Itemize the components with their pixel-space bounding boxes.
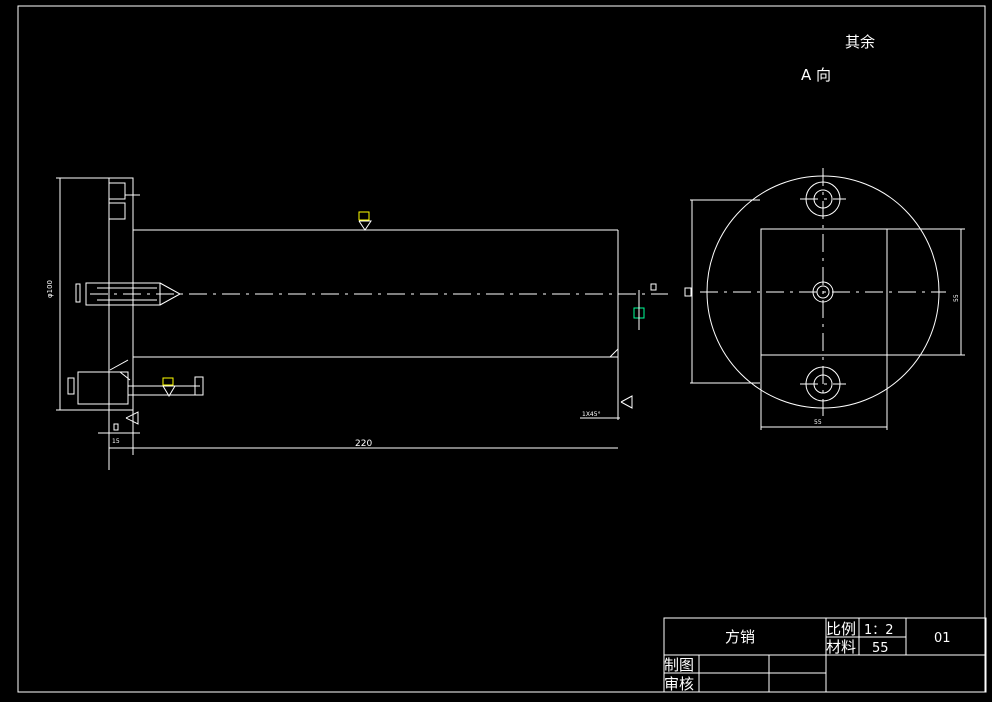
material-label: 材料 xyxy=(826,638,856,656)
length-dim: 220 xyxy=(355,439,372,449)
flange-thk-dim: 15 xyxy=(112,438,120,445)
view-label: A 向 xyxy=(801,66,831,84)
front-view: φ100 220 15 1X45° xyxy=(46,177,668,470)
diameter-dim: φ100 xyxy=(46,280,54,298)
side-view: 55 55 xyxy=(684,168,965,430)
drawing-border xyxy=(17,5,986,693)
bolt-hole xyxy=(85,282,161,306)
roughness-symbol-bore xyxy=(162,377,174,386)
roughness-symbol-top xyxy=(358,211,370,221)
part-name: 方销 xyxy=(725,628,755,646)
checked-label: 审核 xyxy=(664,675,694,693)
drawing-no: 01 xyxy=(934,631,951,646)
roughness-rest-label: 其余 xyxy=(845,33,875,51)
scale-value: 1：2 xyxy=(864,623,894,638)
square-section xyxy=(760,228,888,356)
square-w-dim: 55 xyxy=(814,419,822,426)
drawn-label: 制图 xyxy=(664,656,694,674)
scale-label: 比例 xyxy=(826,620,856,638)
title-block: 方销 比例 1：2 材料 55 01 制图 审核 xyxy=(663,617,987,693)
chamfer-dim: 1X45° xyxy=(582,411,601,418)
square-h-dim: 55 xyxy=(953,294,960,302)
counterbore xyxy=(77,371,129,405)
material-value: 55 xyxy=(872,641,889,656)
